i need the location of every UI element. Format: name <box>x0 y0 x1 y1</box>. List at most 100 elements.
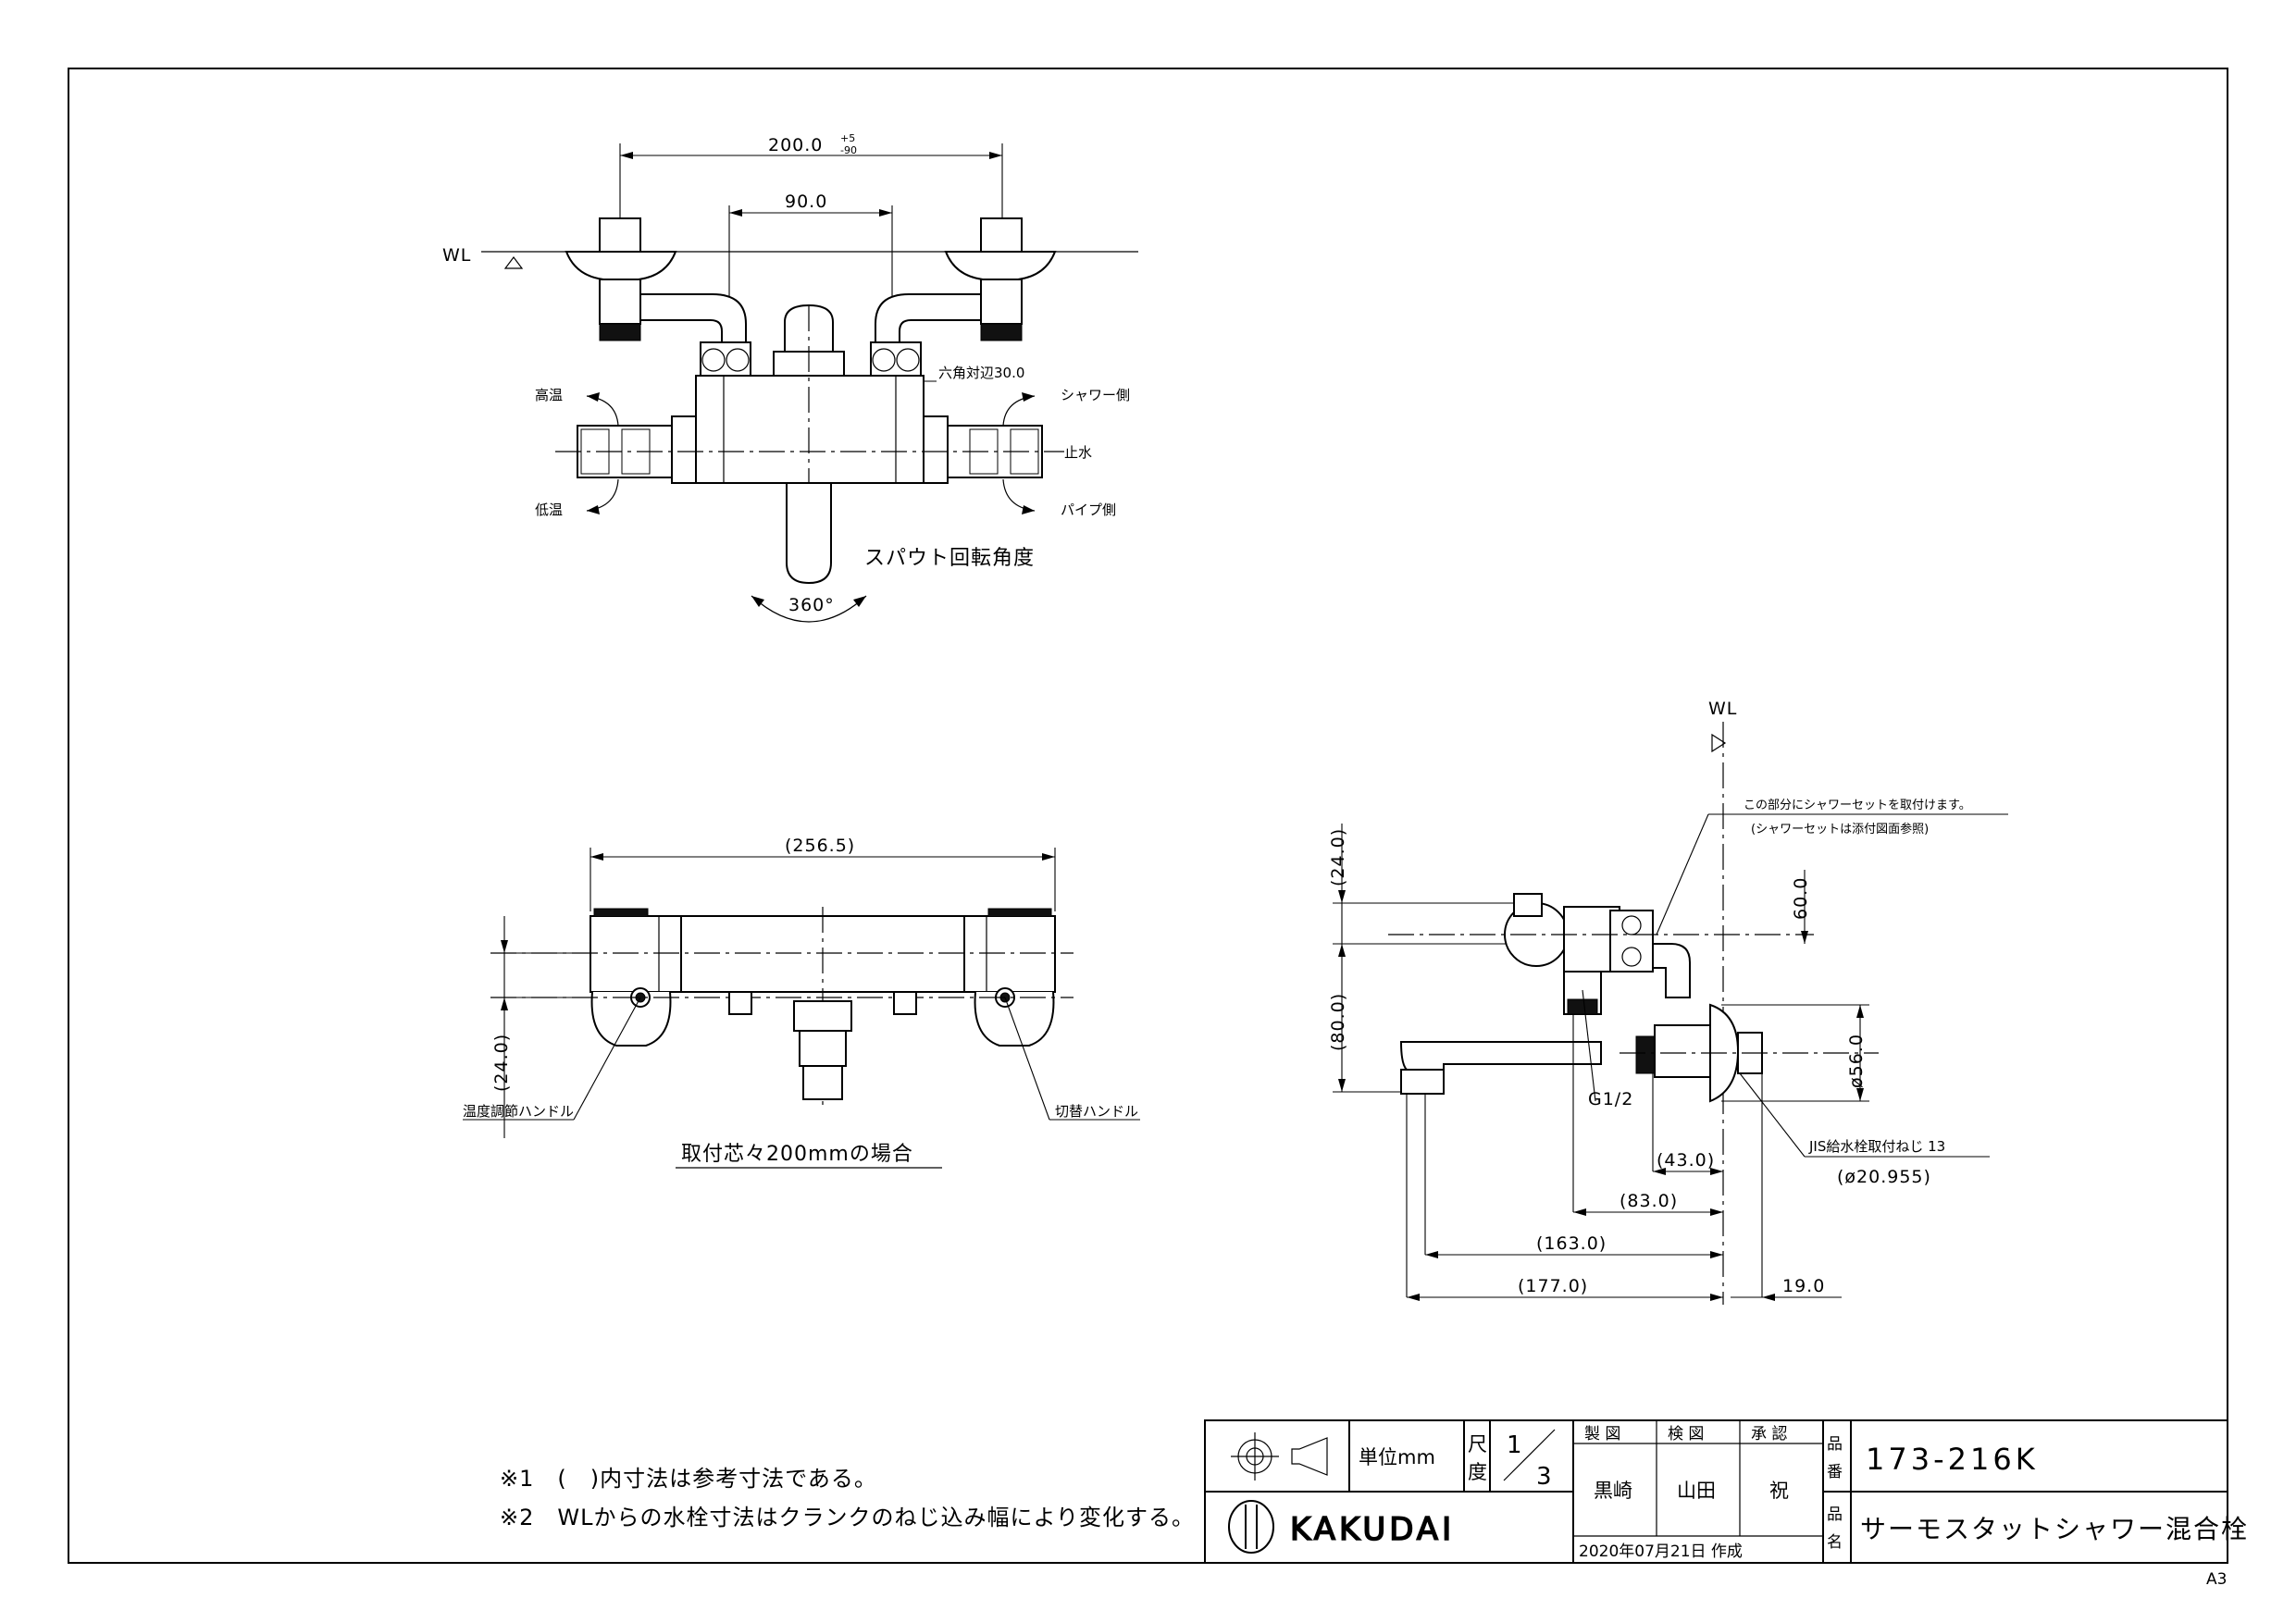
arrow-icon <box>1653 1168 1666 1175</box>
top-view: WL 200.0 +5 -90 90.0 <box>442 132 1138 623</box>
name-label-1: 品 <box>1827 1505 1843 1524</box>
approve-label: 承 認 <box>1751 1425 1787 1443</box>
part-no: 173-216K <box>1866 1442 2039 1477</box>
wl-triangle-icon <box>503 256 524 269</box>
product-name: サーモスタットシャワー混合栓 <box>1860 1514 2249 1544</box>
name-label-2: 名 <box>1827 1533 1843 1552</box>
note-2: ※2 WLからの水栓寸法はクランクのねじ込み幅により変化する。 <box>500 1505 1195 1530</box>
part-no-label-1: 品 <box>1827 1435 1843 1454</box>
arrow-icon <box>1022 392 1035 402</box>
pipe-side-label: パイプ側 <box>1061 502 1116 518</box>
wl-label-top: WL <box>442 245 471 266</box>
arrow-icon <box>1710 1251 1723 1258</box>
dim-256-text: (256.5) <box>785 836 855 856</box>
side-view: WL この部分にシャワーセットを取付けます。 (シャワーセットは添付図面参照) … <box>1328 699 2008 1305</box>
title-block: 単位mm 尺 度 1 3 製 図 検 図 承 認 黒崎 山田 祝 品 番 173… <box>1204 1419 2249 1564</box>
low-temp-arrow-icon <box>586 478 619 512</box>
wl-triangle-icon <box>1711 733 1727 753</box>
made-label: 製 図 <box>1584 1425 1620 1443</box>
left-inlet-thread <box>599 217 641 253</box>
arrow-icon <box>729 209 742 217</box>
jis-nut <box>1635 1035 1656 1074</box>
hex-label: 六角対辺30.0 <box>938 365 1024 381</box>
arrow-icon <box>879 209 892 217</box>
leader-line <box>1656 813 1709 935</box>
unit-label: 単位mm <box>1359 1446 1435 1468</box>
side-spout <box>1399 1041 1602 1093</box>
jis-body <box>1654 1024 1711 1078</box>
pipe-side-arrow-icon <box>1002 478 1036 512</box>
knurl-right <box>987 908 1052 916</box>
fitting-right <box>893 991 917 1015</box>
spout-below <box>786 482 832 585</box>
shower-side-arrow-icon <box>1002 395 1036 427</box>
dim-177-text: (177.0) <box>1518 1276 1588 1296</box>
outlet-tip <box>802 1065 843 1100</box>
arrow-icon <box>1042 853 1055 861</box>
dim-19-text: 19.0 <box>1782 1276 1825 1296</box>
checked-by: 山田 <box>1677 1480 1716 1502</box>
outlet-stem <box>799 1030 847 1067</box>
right-inlet-nut <box>980 323 1023 341</box>
nut-detail <box>1621 947 1642 967</box>
spout-end <box>1400 1069 1445 1095</box>
arrow-icon <box>1338 890 1346 903</box>
left-inlet-flange <box>565 251 677 280</box>
made-by: 黒崎 <box>1594 1480 1632 1502</box>
stop-water-label: 止水 <box>1064 444 1092 461</box>
arrow-icon <box>1801 931 1808 944</box>
shower-note-2: (シャワーセットは添付図面参照) <box>1751 822 1929 836</box>
scale-label-2: 度 <box>1468 1461 1487 1483</box>
scale-slash <box>1503 1429 1556 1481</box>
arrow-icon <box>501 997 508 1010</box>
arrow-icon <box>587 392 600 402</box>
temp-handle-label: 温度調節ハンドル <box>463 1103 574 1120</box>
front-left-handle <box>590 915 682 993</box>
arrow-icon <box>620 152 633 159</box>
dim-200-tol-lower: -90 <box>840 144 857 156</box>
scale-num: 1 <box>1507 1431 1522 1459</box>
arrow-icon <box>590 853 603 861</box>
right-end-cap <box>923 415 949 484</box>
side-nut <box>1609 910 1654 973</box>
arrow-icon <box>989 152 1002 159</box>
outlet-nut <box>793 1000 852 1032</box>
right-inlet-flange <box>944 251 1057 280</box>
arrow-icon <box>587 505 600 514</box>
right-hex-nut <box>870 341 922 378</box>
dim-83-text: (83.0) <box>1620 1191 1678 1211</box>
angle-label: 360° <box>788 595 835 615</box>
leader-line <box>1004 997 1050 1121</box>
switch-handle-label: 切替ハンドル <box>1055 1103 1138 1120</box>
arrow-icon <box>1573 1208 1586 1216</box>
g12-nut <box>1567 998 1598 1015</box>
side-elbow <box>1652 943 1691 998</box>
arrow-icon <box>1710 1294 1723 1301</box>
scale-den: 3 <box>1536 1463 1552 1491</box>
left-inlet-nut <box>599 323 641 341</box>
jis-label: JIS給水栓取付ねじ 13 <box>1808 1138 1945 1155</box>
dim-43-text: (43.0) <box>1657 1150 1715 1171</box>
drawing-border <box>68 68 2228 1564</box>
scale-label-1: 尺 <box>1468 1433 1487 1456</box>
left-hex-nut <box>700 341 751 378</box>
arrow-icon <box>1338 944 1346 957</box>
dim-90-text: 90.0 <box>785 192 827 212</box>
nut-detail <box>1621 915 1642 935</box>
front-caption: 取付芯々200mmの場合 <box>681 1143 913 1166</box>
dim-163-text: (163.0) <box>1536 1233 1607 1254</box>
projection-symbol-icon <box>1231 1432 1328 1481</box>
jis-dia-label: (ø20.955) <box>1837 1167 1931 1187</box>
left-inlet-body <box>599 279 641 325</box>
left-bowl <box>590 991 672 1047</box>
shower-connector-top <box>1513 893 1543 917</box>
front-view: (256.5) (24.0) 温度 <box>463 836 1140 1169</box>
kakudai-logo-icon <box>1228 1500 1274 1554</box>
left-end-cap <box>671 415 697 484</box>
dim-80-side-text: (80.0) <box>1328 993 1348 1051</box>
wl-label-side: WL <box>1708 699 1737 719</box>
arrow-icon <box>853 596 866 607</box>
right-inlet-body <box>980 279 1023 325</box>
arrow-icon <box>1425 1251 1438 1258</box>
high-temp-label: 高温 <box>535 387 563 403</box>
